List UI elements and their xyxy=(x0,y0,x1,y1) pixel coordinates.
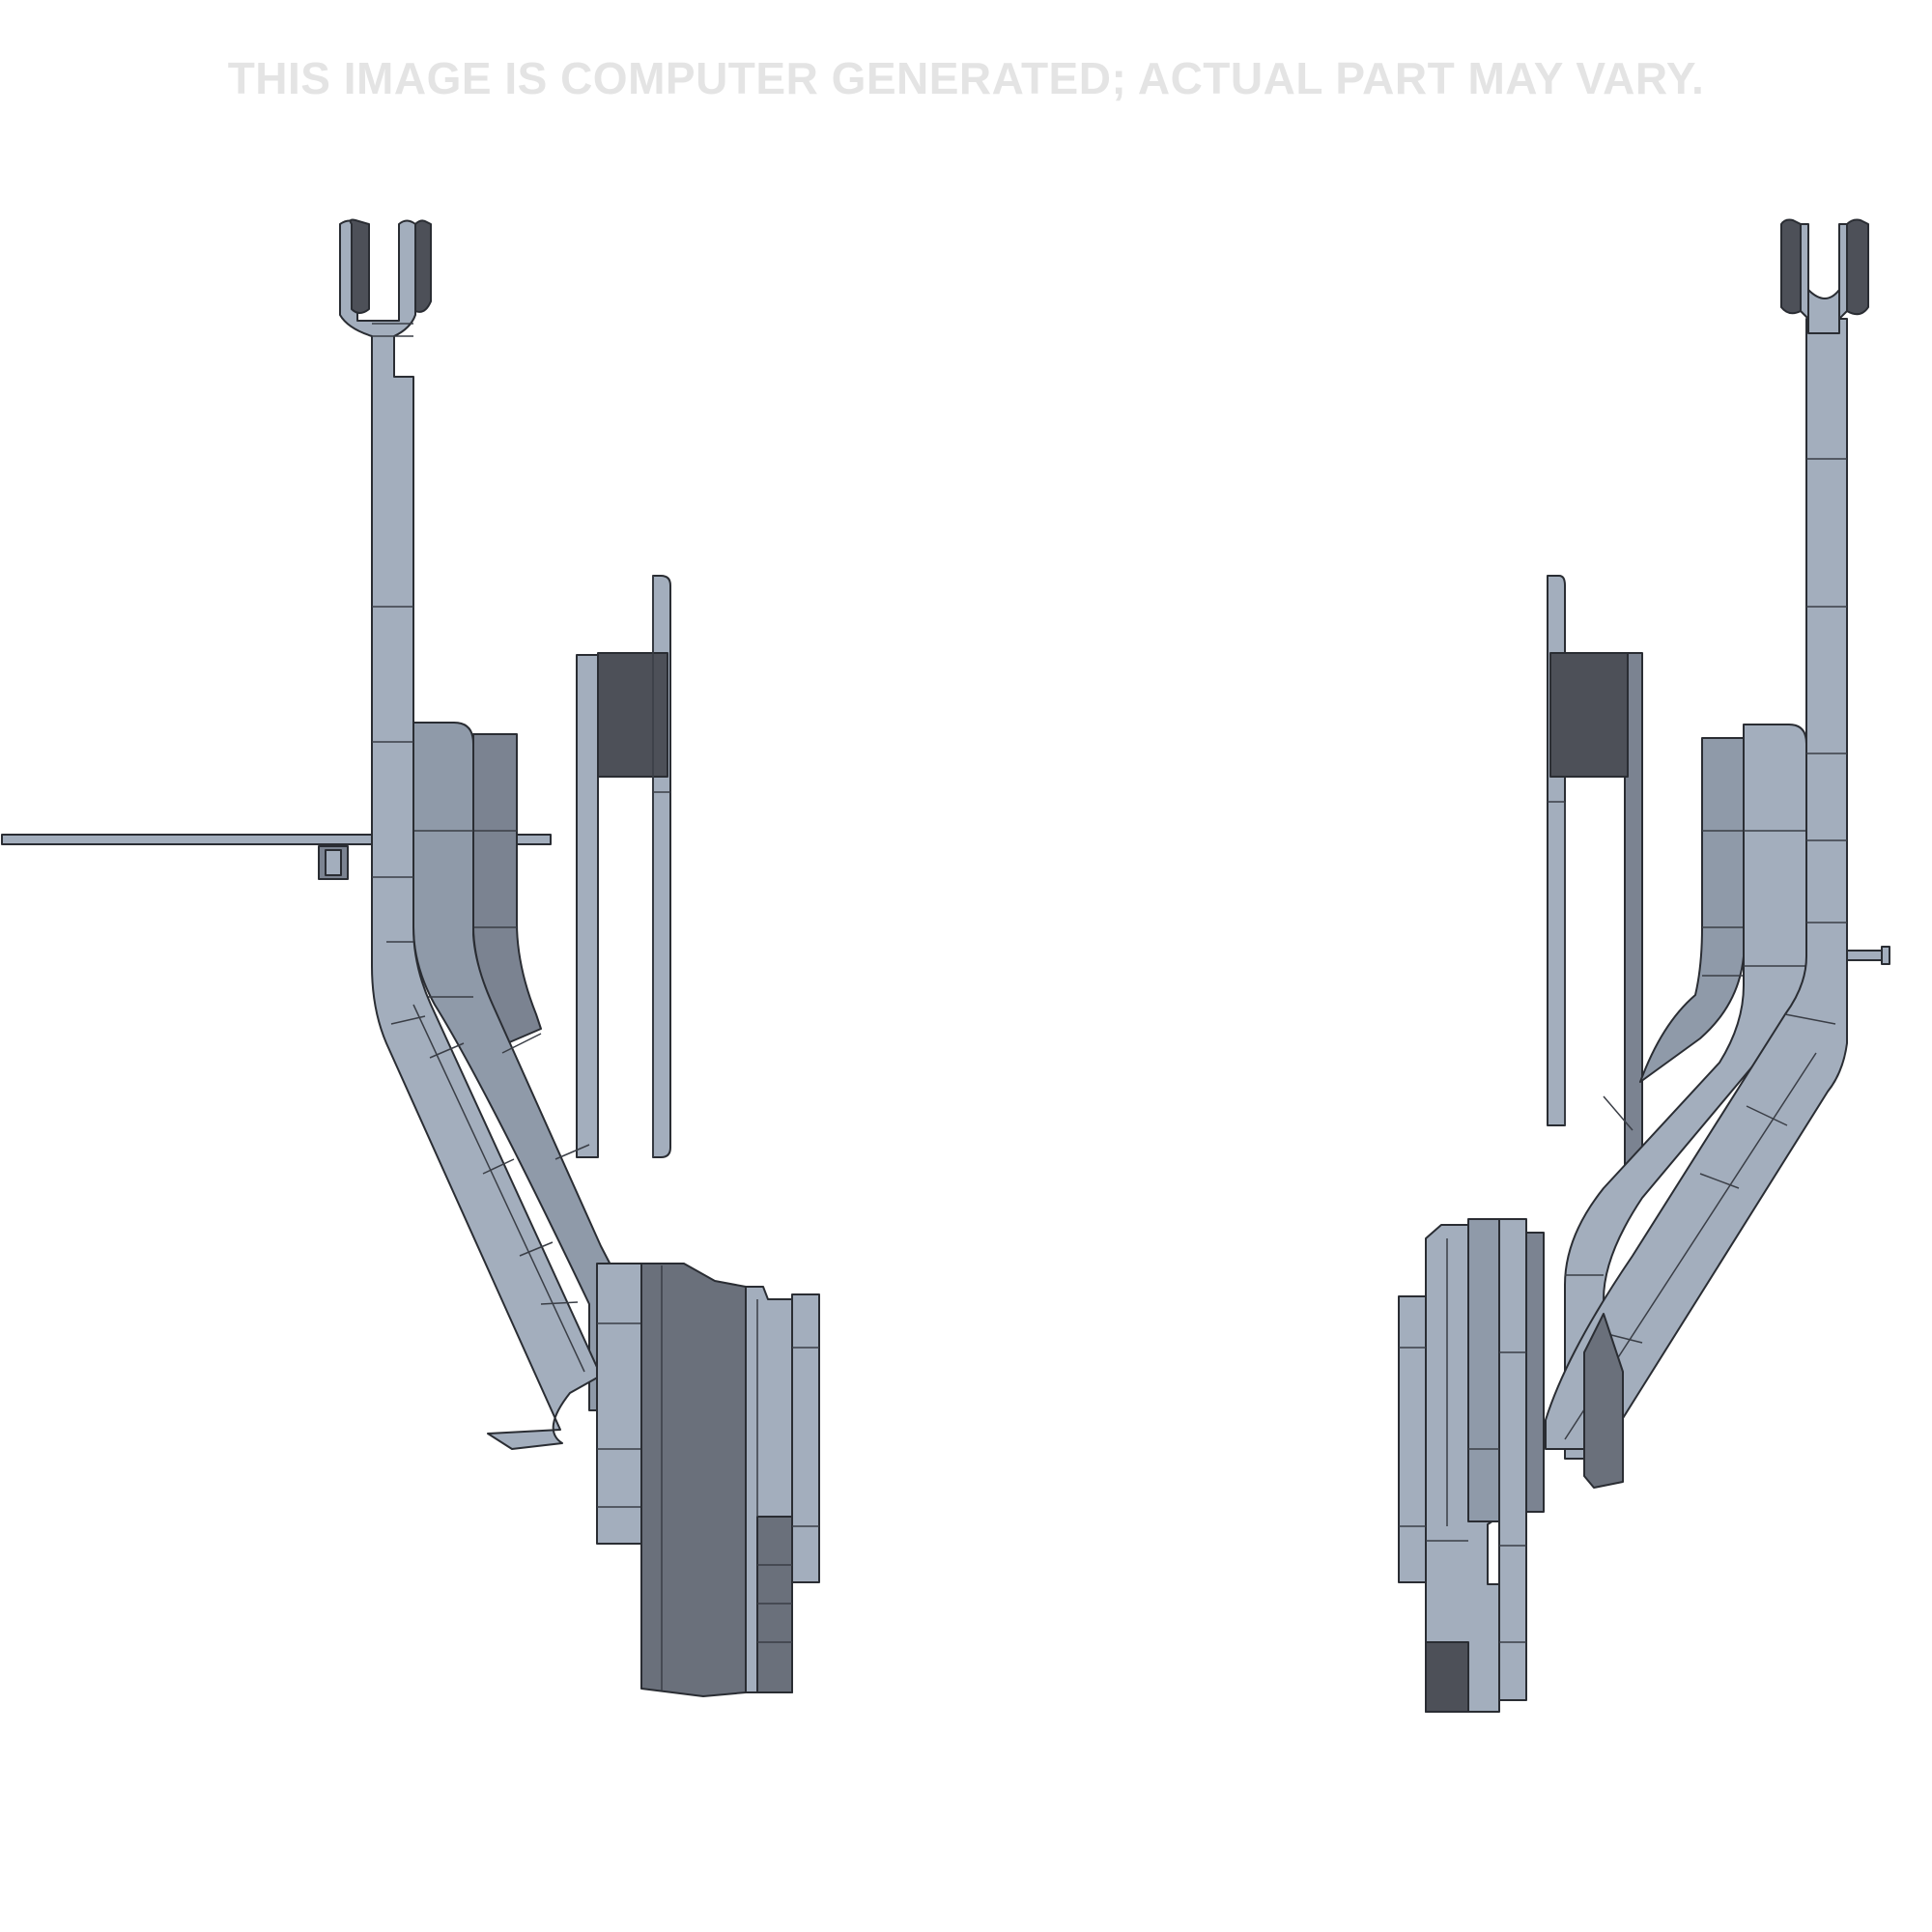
left-middle-arm xyxy=(412,722,627,1411)
right-flange-plate xyxy=(1398,1218,1545,1713)
left-bracket-assembly xyxy=(1,218,820,1697)
left-vertical-plate xyxy=(576,575,671,1158)
left-shelf-plate xyxy=(1,834,552,880)
left-dark-block xyxy=(640,1263,747,1697)
right-bracket-assembly xyxy=(1398,218,1890,1713)
right-dark-backing xyxy=(1583,1313,1624,1489)
left-main-arm xyxy=(339,219,602,1450)
right-top-clevis xyxy=(1780,218,1869,334)
right-rear-block xyxy=(1639,737,1745,1083)
disclaimer-text: THIS IMAGE IS COMPUTER GENERATED; ACTUAL… xyxy=(227,53,1705,103)
right-pin-stub xyxy=(1844,946,1890,965)
right-vertical-plate xyxy=(1547,575,1643,1195)
left-bottom-strip xyxy=(596,1263,642,1545)
left-flange-plate xyxy=(745,1286,820,1693)
left-top-clevis xyxy=(349,218,432,337)
